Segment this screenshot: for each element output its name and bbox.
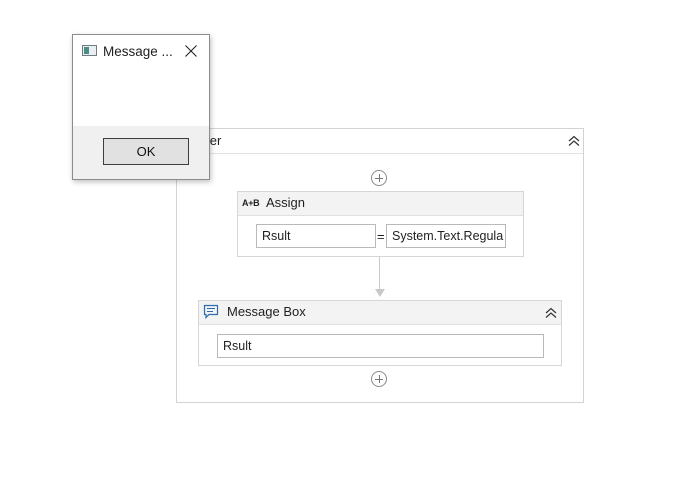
- assign-equals-sign: =: [377, 229, 385, 244]
- message-box-activity[interactable]: Message Box Rsult: [198, 300, 562, 366]
- assign-header: A+B Assign: [238, 192, 523, 216]
- collapse-message-box-icon[interactable]: [544, 306, 558, 320]
- assign-icon: A+B: [242, 198, 260, 208]
- assign-title: Assign: [266, 195, 306, 210]
- message-box-header: Message Box: [199, 301, 561, 325]
- dialog-footer: OK: [73, 126, 209, 179]
- dialog-body: [73, 67, 209, 126]
- connector-arrow-icon: [375, 289, 385, 297]
- ok-button[interactable]: OK: [103, 138, 189, 165]
- close-icon[interactable]: [183, 43, 199, 59]
- collapse-sequence-icon[interactable]: [567, 134, 581, 148]
- connector-line: [379, 257, 380, 290]
- assign-to-field[interactable]: Rsult: [256, 224, 376, 248]
- assign-activity[interactable]: A+B Assign Rsult = System.Text.Regula: [237, 191, 524, 257]
- speech-bubble-icon: [203, 304, 219, 320]
- app-window-icon: [82, 45, 97, 56]
- add-activity-top-icon[interactable]: [371, 170, 387, 186]
- dialog-title: Message ...: [103, 44, 173, 59]
- message-dialog: Message ... OK: [72, 34, 210, 180]
- assign-expression-field[interactable]: System.Text.Regula: [386, 224, 506, 248]
- message-box-text-field[interactable]: Rsult: [217, 334, 544, 358]
- sequence-header[interactable]: Broker: [177, 129, 583, 154]
- message-box-title: Message Box: [227, 304, 306, 319]
- dialog-titlebar[interactable]: Message ...: [73, 35, 209, 67]
- add-activity-bottom-icon[interactable]: [371, 371, 387, 387]
